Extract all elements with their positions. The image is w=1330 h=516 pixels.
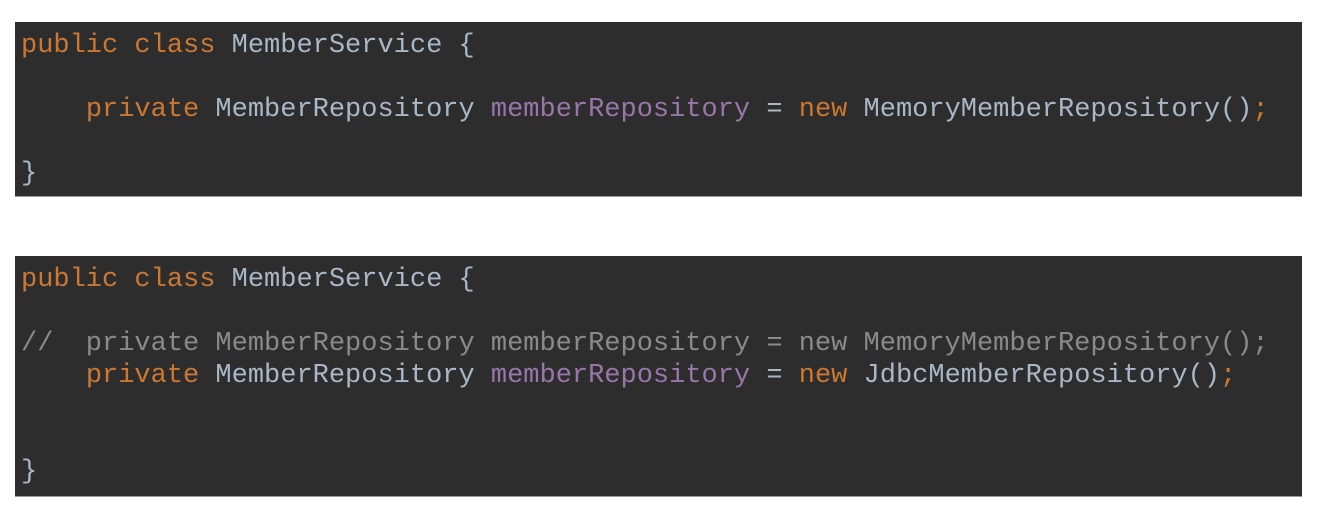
code-token-keyword: public class <box>21 265 216 295</box>
code-token-plain <box>21 95 86 125</box>
code-token-plain: = <box>750 361 799 391</box>
code-line: // private MemberRepository memberReposi… <box>21 328 1296 360</box>
code-token-keyword: ; <box>1220 361 1237 391</box>
code-token-plain: MemoryMemberRepository() <box>847 95 1253 125</box>
code-line <box>21 126 1296 158</box>
code-token-keyword: new <box>798 361 848 391</box>
code-token-plain <box>21 361 86 391</box>
code-token-plain: MemberService { <box>215 31 475 61</box>
code-token-plain: MemberRepository <box>199 95 491 125</box>
code-token-keyword: private <box>85 95 200 125</box>
code-token-keyword: ; <box>1252 95 1269 125</box>
code-line <box>21 424 1296 456</box>
code-token-plain: MemberRepository <box>199 361 491 391</box>
code-token-plain: } <box>21 159 38 189</box>
code-token-plain: } <box>21 457 38 487</box>
code-line: private MemberRepository memberRepositor… <box>21 94 1296 126</box>
code-token-keyword: public class <box>21 31 216 61</box>
code-block-member-service-jdbc: public class MemberService { // private M… <box>15 256 1302 497</box>
code-token-plain: MemberService { <box>215 265 475 295</box>
code-line: } <box>21 456 1296 488</box>
code-line: public class MemberService { <box>21 30 1296 62</box>
code-token-plain: JdbcMemberRepository() <box>847 361 1221 391</box>
code-line <box>21 392 1296 424</box>
code-token-field: memberRepository <box>490 361 751 391</box>
code-token-keyword: private <box>85 361 200 391</box>
code-token-keyword: new <box>798 95 848 125</box>
code-line: private MemberRepository memberRepositor… <box>21 360 1296 392</box>
code-line: public class MemberService { <box>21 264 1296 296</box>
code-line <box>21 296 1296 328</box>
code-line <box>21 62 1296 94</box>
code-token-field: memberRepository <box>490 95 751 125</box>
code-line: } <box>21 158 1296 190</box>
code-token-plain: = <box>750 95 799 125</box>
code-token-comment: // private MemberRepository memberReposi… <box>21 329 1269 359</box>
code-block-member-service-memory: public class MemberService { private Mem… <box>15 22 1302 197</box>
